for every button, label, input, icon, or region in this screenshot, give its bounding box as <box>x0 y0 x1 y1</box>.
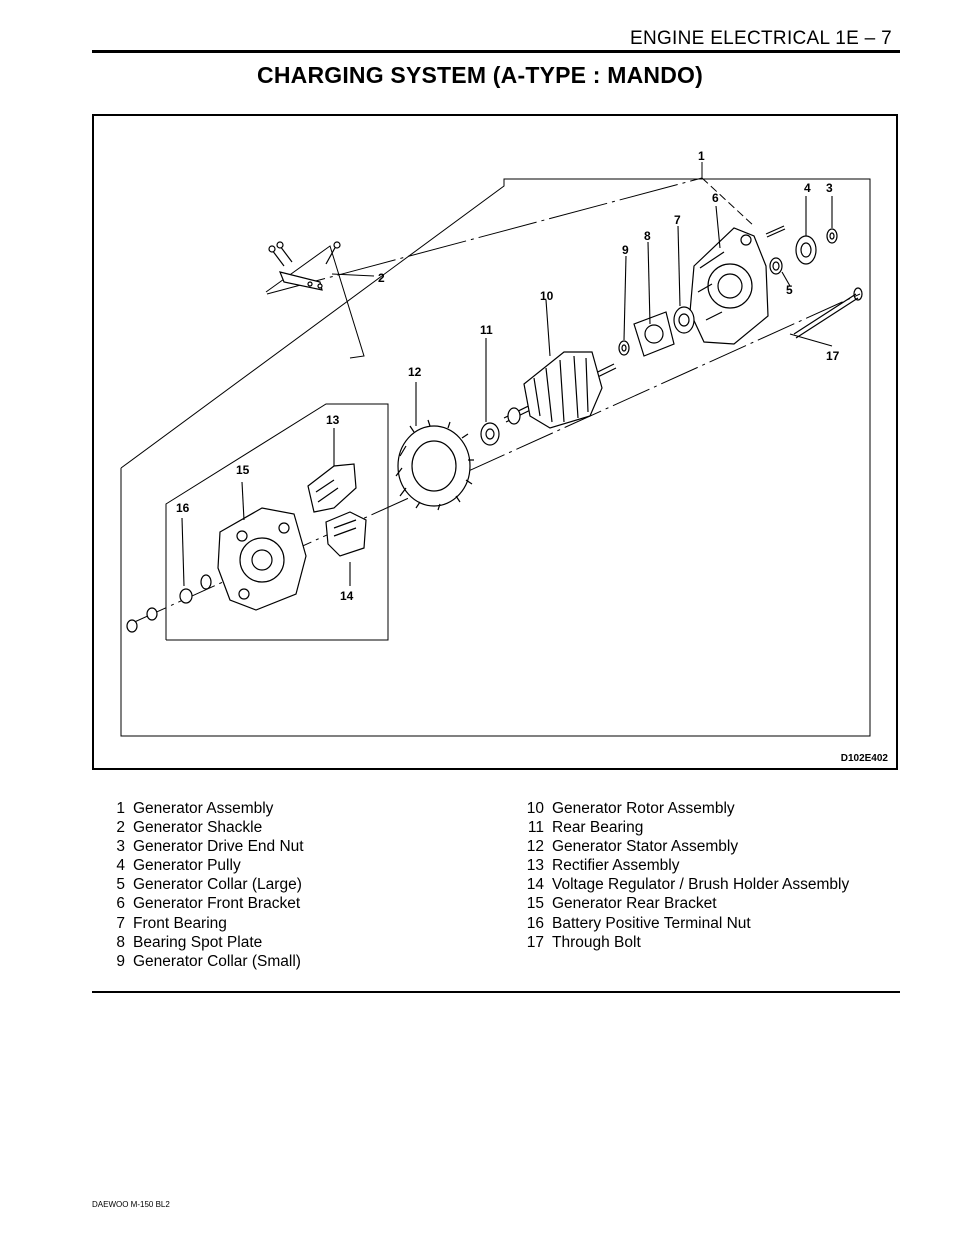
legend-item: 11 Rear Bearing <box>524 818 849 837</box>
callout-label: 2 <box>378 271 385 285</box>
legend-item-text: Voltage Regulator / Brush Holder Assembl… <box>552 876 850 894</box>
legend-item-text: Through Bolt <box>552 933 641 951</box>
alternator-exploded-diagram: 1 2 3 4 5 6 7 8 9 10 11 12 13 14 15 16 1… <box>120 149 871 737</box>
legend-item-number: 12 <box>526 838 544 856</box>
bearing-group-part <box>618 306 695 357</box>
legend-item-text: Generator Rotor Assembly <box>552 800 735 817</box>
legend-item-text: Front Bearing <box>133 914 227 932</box>
exploded-view-figure: 1 2 3 4 5 6 7 8 9 10 11 12 13 14 15 16 1… <box>92 114 898 770</box>
legend-item-text: Generator Pully <box>133 857 241 875</box>
rear-bearing-part <box>480 422 500 446</box>
leader-lines <box>181 196 833 587</box>
legend-item: 13 Rectifier Assembly <box>524 856 849 875</box>
callout-label: 14 <box>340 589 354 603</box>
page-footer: DAEWOO M-150 BL2 <box>92 1200 170 1209</box>
page-title: CHARGING SYSTEM (A-TYPE : MANDO) <box>257 62 703 88</box>
legend-right-column: 10 Generator Rotor Assembly 11 Rear Bearing… <box>524 799 850 952</box>
callout-label: 9 <box>622 243 629 257</box>
callout-label: 3 <box>826 181 833 195</box>
legend-item-text: Generator Collar (Small) <box>133 952 301 970</box>
running-header: ENGINE ELECTRICAL 1E – 7 <box>629 28 892 49</box>
legend-item-text: Bearing Spot Plate <box>133 933 263 951</box>
legend-item-text: Generator Drive End Nut <box>133 838 304 856</box>
legend-item-text: Battery Positive Terminal Nut <box>552 914 751 932</box>
legend-item-number: 2 <box>116 819 125 837</box>
callout-label: 16 <box>176 501 190 515</box>
rectifier-part <box>307 463 357 513</box>
legend-item-number: 8 <box>116 933 125 951</box>
callout-label: 6 <box>712 191 719 205</box>
rear-bracket-part <box>217 507 307 611</box>
terminal-nut-part <box>126 574 212 633</box>
legend-item: 5 Generator Collar (Large) <box>113 875 304 894</box>
legend-item-number: 11 <box>527 819 544 837</box>
callout-label: 11 <box>480 323 493 337</box>
shackle-part <box>268 241 341 291</box>
legend-item-number: 4 <box>116 857 125 875</box>
callout-label: 10 <box>540 289 554 303</box>
legend-item-text: Rear Bearing <box>552 819 644 837</box>
legend-item: 3 Generator Drive End Nut <box>113 837 304 856</box>
legend-item-text: Generator Rear Bracket <box>552 895 717 913</box>
legend-item-text: Rectifier Assembly <box>552 857 680 875</box>
legend-item-number: 10 <box>526 800 544 817</box>
legend-item-number: 1 <box>116 800 125 817</box>
legend-item: 4 Generator Pully <box>113 856 304 875</box>
legend-item-number: 13 <box>526 857 544 875</box>
legend-item: 14 Voltage Regulator / Brush Holder Assem… <box>524 875 850 894</box>
pulley-part <box>765 225 838 275</box>
callout-label: 4 <box>804 181 811 195</box>
legend-item-text: Generator Assembly <box>133 800 274 817</box>
legend-item: 8 Bearing Spot Plate <box>113 933 304 952</box>
callout-label: 1 <box>698 149 705 163</box>
legend-item: 10 Generator Rotor Assembly <box>524 799 849 818</box>
callout-labels: 1 2 3 4 5 6 7 8 9 10 11 12 13 14 15 16 1… <box>176 149 840 603</box>
legend-item-text: Generator Shackle <box>133 819 263 837</box>
legend-item: 12 Generator Stator Assembly <box>524 837 849 856</box>
figure-code: D102E402 <box>840 753 888 764</box>
callout-label: 8 <box>644 229 651 243</box>
front-bracket-part <box>689 227 769 345</box>
through-bolt-part <box>793 287 863 339</box>
callout-label: 17 <box>826 349 840 363</box>
shackle-outline <box>265 245 365 359</box>
callout-label: 15 <box>236 463 250 477</box>
legend-item-text: Generator Collar (Large) <box>133 876 302 894</box>
legend-item: 16 Battery Positive Terminal Nut <box>524 914 849 933</box>
legend-item-number: 9 <box>116 952 125 970</box>
legend-item: 7 Front Bearing <box>113 914 304 933</box>
legend-item-number: 17 <box>526 933 544 951</box>
legend-item: 17 Through Bolt <box>524 933 849 952</box>
rear-group-box <box>165 403 389 641</box>
legend-item-number: 7 <box>116 914 125 932</box>
legend-item-text: Generator Stator Assembly <box>552 838 739 856</box>
legend-item: 15 Generator Rear Bracket <box>524 894 849 913</box>
assembly-outline <box>120 178 871 737</box>
header-rule <box>92 50 900 53</box>
legend-item: 1 Generator Assembly <box>113 799 304 818</box>
legend-item: 6 Generator Front Bracket <box>113 894 304 913</box>
legend-item: 2 Generator Shackle <box>113 818 304 837</box>
callout-label: 5 <box>786 283 793 297</box>
legend-item-number: 15 <box>526 895 544 913</box>
legend-item-number: 6 <box>116 895 125 913</box>
callout-label: 13 <box>326 413 340 427</box>
stator-part <box>395 419 474 511</box>
callout-label: 12 <box>408 365 422 379</box>
rotor-part <box>503 351 617 429</box>
legend-item: 9 Generator Collar (Small) <box>113 952 304 971</box>
legend-item-number: 3 <box>116 838 125 856</box>
voltage-regulator-part <box>325 511 367 557</box>
legend-item-number: 16 <box>526 914 544 932</box>
callout-label: 7 <box>674 213 681 227</box>
legend-item-number: 14 <box>526 876 544 894</box>
bottom-rule <box>92 991 900 993</box>
assembly-leader <box>504 162 703 180</box>
legend-item-text: Generator Front Bracket <box>133 895 301 913</box>
legend-item-number: 5 <box>116 876 125 894</box>
